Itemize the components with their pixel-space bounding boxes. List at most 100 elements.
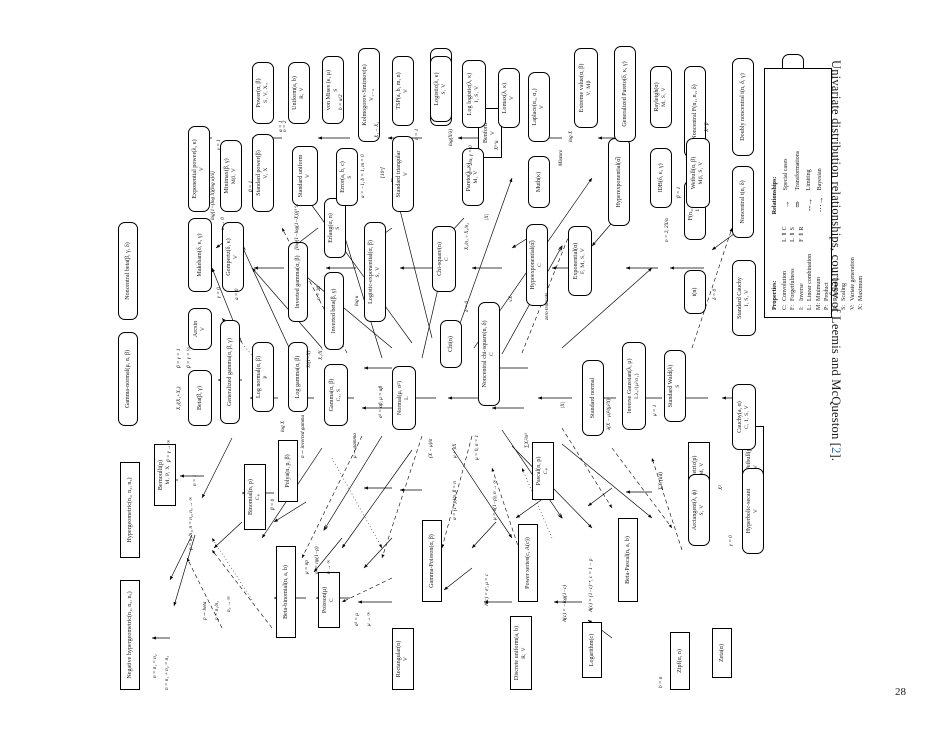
- node-logistic[interactable]: Logistic(λ, κ) S, V: [430, 56, 452, 122]
- node-standard-power[interactable]: Standard power(β) V, X: [252, 134, 274, 212]
- node-log-gamma[interactable]: Log gamma(α, β): [288, 342, 308, 412]
- node-label: Kolmogorov-Smirnov(n): [362, 64, 369, 126]
- node-arctangent[interactable]: Arctangent(λ, ϕ) S, V: [688, 474, 710, 546]
- legend-property-label: Forgetfulness: [790, 268, 797, 301]
- node-negative-hypergeometric[interactable]: Negative hypergeometric(n₁, n₂, n₃): [120, 580, 140, 690]
- node-props: S: [675, 384, 682, 388]
- node-label: TSP(a, b, m, n): [396, 72, 403, 110]
- node-makeham[interactable]: Makeham(δ, κ, γ): [188, 218, 212, 292]
- edge-label: μ ∼ gamma: [352, 433, 358, 458]
- node-gompertz[interactable]: Gompertz(δ, κ) V: [222, 222, 244, 292]
- node-extreme-value[interactable]: Extreme value(α, β) V, Mβ: [574, 48, 598, 128]
- node-standard-normal[interactable]: Standard normal: [582, 360, 604, 436]
- node-muth[interactable]: Muth(κ): [528, 156, 550, 208]
- node-beta[interactable]: Beta(β, γ): [188, 370, 212, 426]
- node-tsp[interactable]: TSP(a, b, m, n) V: [392, 56, 414, 126]
- node-binomial[interactable]: Binomial(n, p) Cₚ: [244, 464, 266, 530]
- node-inverted-gamma[interactable]: Inverted gamma(α, β): [288, 242, 308, 322]
- node-log-logistic[interactable]: Log logistic(λ, κ) I, S, V: [462, 60, 486, 128]
- node-logarithm[interactable]: Logarithm(c): [582, 622, 602, 678]
- node-label: Noncentral chi-square(n, δ): [482, 320, 489, 388]
- node-log-normal[interactable]: Log normal(α, β) P: [252, 342, 274, 412]
- node-label: Beta-binomial(n, a, b): [282, 565, 289, 619]
- node-rectangular[interactable]: Rectangular(n) V: [392, 628, 414, 690]
- node-uniform[interactable]: Uniform(a, b) R, V: [288, 62, 310, 124]
- node-weibull[interactable]: Weibull(α, β) Mβ, S, V: [686, 138, 710, 208]
- node-discrete-uniform[interactable]: Discrete uniform(a, b) R, V: [510, 616, 532, 690]
- node-hypergeometric[interactable]: Hypergeometric(n₁, n₂, n₃): [120, 462, 140, 558]
- node-beta-binomial[interactable]: Beta-binomial(n, a, b): [276, 546, 296, 638]
- node-bernoulli[interactable]: Bernoulli(p) M, P, X: [154, 444, 176, 506]
- edge-label: A(c) = (1−c)⁻ⁿ, c = 1 − p: [588, 558, 594, 612]
- legend-property-key: L:: [807, 304, 814, 310]
- node-label: Gamma-normal(μ, α, β): [124, 349, 131, 409]
- node-cauchy[interactable]: Cauchy(a, α) C, I, S, V: [732, 384, 756, 450]
- node-standard-cauchy[interactable]: Standard Cauchy I, S, V: [732, 260, 756, 336]
- node-power-series[interactable]: Power series(c, A(c)): [518, 524, 538, 602]
- node-erlang[interactable]: Erlang(α, n) S: [324, 198, 346, 258]
- legend-property-row: L:Linear combination: [806, 254, 815, 310]
- node-error[interactable]: Error(a, b, c) S: [336, 148, 358, 206]
- node-label: Zipf(α, n): [676, 649, 683, 673]
- node-label: Uniform(a, b): [292, 76, 299, 110]
- node-poisson[interactable]: Poisson(μ) C: [318, 572, 340, 628]
- node-arcsin[interactable]: Arcsin V: [188, 308, 212, 350]
- edge-label: β = γ = 1: [176, 348, 182, 368]
- node-standard-triangular[interactable]: Standard triangular V: [392, 136, 414, 212]
- node-minimax[interactable]: Minimax(β, γ) Mβ, V: [220, 140, 242, 212]
- node-standard-wald[interactable]: Standard Wald(λ) S: [664, 350, 686, 422]
- legend-property-key: V:: [849, 304, 856, 310]
- node-label: Noncentral F(n₁, n₂, δ): [691, 84, 698, 140]
- edge-label: μ → ∞: [366, 611, 372, 626]
- node-t[interactable]: t(n): [684, 270, 706, 314]
- node-power[interactable]: Power(α, β) S, V, Xₐ: [252, 62, 274, 124]
- edge-label: (X − μ)/σ: [428, 438, 434, 458]
- node-props: V: [539, 104, 546, 110]
- node-gamma-poisson[interactable]: Gamma-Poisson(α, β): [422, 520, 442, 602]
- node-noncentral-chi-square[interactable]: Noncentral chi-square(n, δ) C: [478, 302, 500, 406]
- edge-label: n = n₁ + n₂ = n₃: [164, 655, 170, 690]
- node-inverse-gaussian[interactable]: Inverse Gaussian(λ, μ) Lλₓ/(μ²σ₁): [622, 342, 646, 430]
- caption-text-before: Univariate distribution relationships, c…: [829, 60, 843, 448]
- node-chi[interactable]: Chi(n): [440, 320, 462, 368]
- edge-label: n = 1: [192, 474, 198, 486]
- node-label: Beta(β, γ): [196, 385, 203, 411]
- node-zeta[interactable]: Zeta(α): [712, 628, 732, 678]
- node-polya[interactable]: Polya(n, p, β): [278, 440, 298, 502]
- node-label: Normal(μ, σ²): [397, 380, 404, 416]
- node-von-mises[interactable]: von Mises (κ, μ) S: [322, 56, 344, 124]
- node-hyperexponential[interactable]: Hyperexponential(α̅): [608, 138, 630, 226]
- node-generalized-gamma[interactable]: Generalized gamma(α, β, γ): [220, 320, 240, 424]
- edge-label: n → ∞: [326, 559, 332, 574]
- node-laplace[interactable]: Laplace(α₁, α₂) V: [528, 72, 550, 142]
- node-inverted-beta[interactable]: Inverted beta(β, γ): [324, 272, 344, 350]
- legend-property-row: F:Forgetfulness: [789, 254, 798, 310]
- node-props: V: [233, 254, 240, 260]
- node-label: Rectangular(n): [396, 640, 403, 678]
- node-rayleigh[interactable]: Rayleigh(α) M, S, V: [650, 66, 672, 128]
- node-doubly-noncentral-t[interactable]: Doubly noncentral t(n, δ, γ): [732, 58, 754, 156]
- node-chi-square[interactable]: Chi-square(n) C: [432, 226, 456, 292]
- node-beta-pascal[interactable]: Beta-Pascal(n, a, b): [618, 518, 638, 602]
- node-exponential[interactable]: Exponential(α) F, M, S, V: [568, 226, 592, 296]
- node-exponential-power[interactable]: Exponential power(λ, κ) V: [188, 126, 210, 212]
- edge-label: X₁/n₁ ÷ X₂/n₂: [464, 222, 470, 250]
- node-idb[interactable]: IDB(δ, κ, γ): [650, 148, 672, 208]
- legend-property-key: I:: [798, 306, 805, 310]
- edge-label: a = −1, b = 1, m = 0: [360, 154, 366, 198]
- node-props: S, V: [441, 83, 448, 95]
- node-pascal[interactable]: Pascal(n, p) Cₚ: [532, 442, 554, 500]
- node-noncentral-beta[interactable]: Noncentral beta(β, γ, δ): [118, 222, 138, 320]
- node-zipf[interactable]: Zipf(α, n): [670, 632, 690, 690]
- node-generalized-pareto[interactable]: Generalized Pareto(δ, κ, γ): [614, 46, 636, 142]
- edge-label: λ(X − μ)²/(μ²X): [606, 398, 612, 430]
- node-gamma-normal[interactable]: Gamma-normal(μ, α, β): [118, 332, 138, 426]
- legend-property-note: L ⇑ C: [781, 226, 788, 242]
- node-gamma[interactable]: Gamma(α, β) Cₐ, S: [324, 364, 348, 426]
- node-standard-uniform[interactable]: Standard uniform V: [292, 146, 318, 206]
- node-normal[interactable]: Normal(μ, σ²) L: [392, 366, 416, 430]
- node-logistic-exponential[interactable]: Logistic-exponential(α, β) S, V: [364, 222, 386, 322]
- node-hyperbolic-secant[interactable]: Hyperbolic-secant V: [742, 468, 764, 554]
- node-noncentral-t[interactable]: Noncentral t(n, δ): [732, 166, 754, 238]
- node-lomax[interactable]: Lomax(λ, κ) V: [498, 68, 520, 128]
